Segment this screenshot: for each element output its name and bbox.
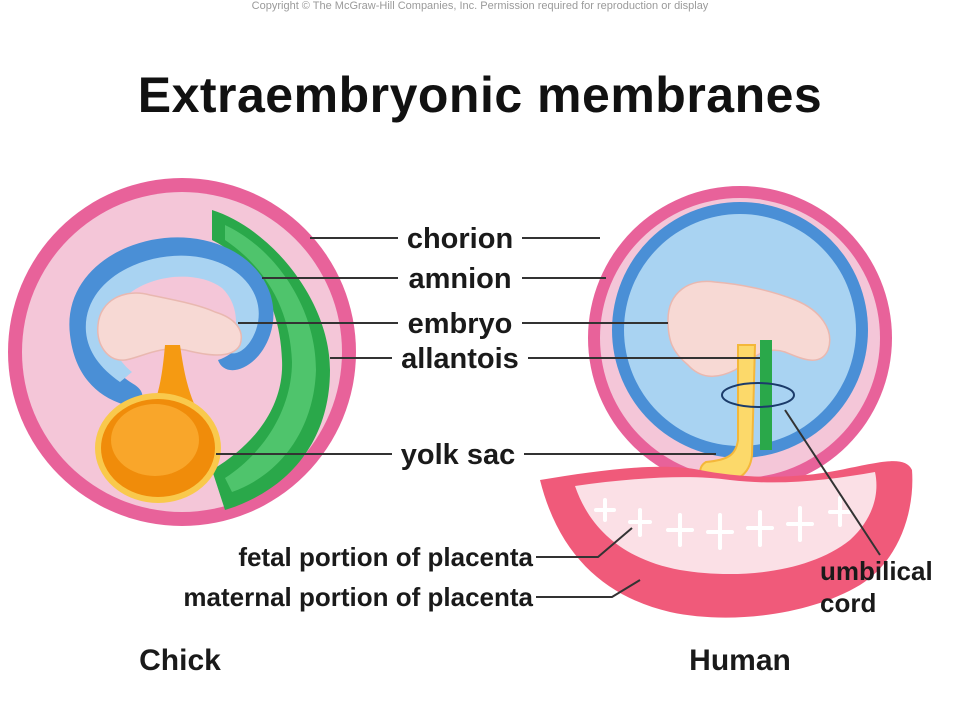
villus-2 [628, 508, 652, 537]
villus-7 [828, 496, 852, 527]
human-embryo-system [540, 186, 913, 618]
label-umbilical: umbilical [820, 556, 933, 586]
maternal-placenta-leader [536, 579, 641, 598]
chorionic-villi [594, 496, 852, 550]
fetal-placenta [575, 472, 877, 575]
label-maternal-placenta: maternal portion of placenta [183, 582, 533, 612]
copyright-notice: Copyright © The McGraw-Hill Companies, I… [251, 0, 709, 12]
human-embryo [667, 280, 831, 377]
villus-6 [786, 506, 814, 542]
chick-egg [8, 178, 356, 526]
umbilical-cord-leader [784, 409, 881, 556]
villus-4 [706, 513, 734, 550]
diagram-title: Extraembryonic membranes [137, 67, 823, 123]
label-fetal-placenta: fetal portion of placenta [238, 542, 533, 572]
villus-5 [746, 510, 774, 547]
chick-allantois [212, 210, 330, 510]
labels: chorion amnion embryo allantois yolk sac… [139, 223, 933, 677]
label-amnion: amnion [408, 263, 511, 295]
label-embryo: embryo [408, 308, 513, 340]
human-allantois [760, 340, 772, 450]
leader-lines [216, 237, 881, 598]
caption-human: Human [689, 644, 791, 677]
umbilical-ring [721, 382, 795, 408]
label-yolk-sac: yolk sac [401, 439, 515, 471]
label-allantois: allantois [401, 343, 519, 375]
chick-amnion-cavity [85, 255, 259, 382]
label-cord: cord [820, 588, 876, 618]
villus-3 [666, 513, 694, 547]
caption-chick: Chick [139, 644, 221, 677]
chick-yolk-highlight [111, 404, 199, 476]
villus-1 [594, 498, 616, 522]
chick-allantois-inner [225, 225, 316, 492]
chick-embryo [97, 292, 242, 361]
label-chorion: chorion [407, 223, 513, 255]
fetal-placenta-leader [536, 527, 633, 558]
